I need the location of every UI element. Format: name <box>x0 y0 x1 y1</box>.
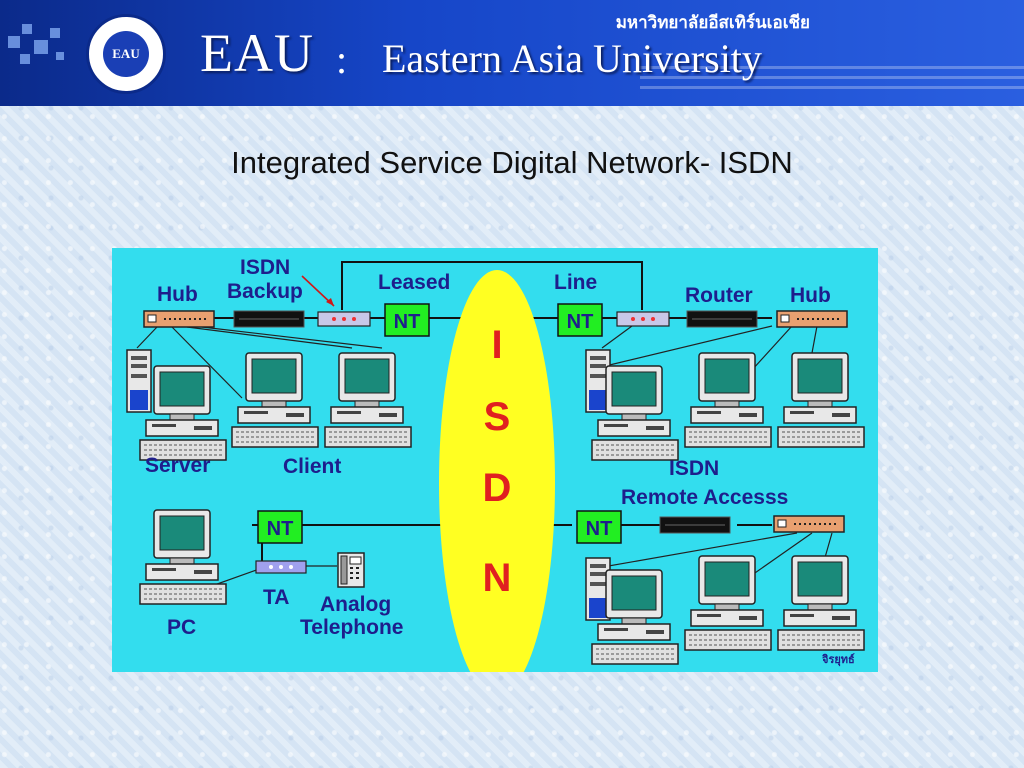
isdn-letter-i: I <box>491 323 502 367</box>
nt-box-bottom-right: NT <box>576 510 622 544</box>
backup-modem-left <box>233 310 305 328</box>
nt-box-top-left: NT <box>384 303 430 337</box>
svg-text:NT: NT <box>567 311 594 333</box>
isdn-letter-s: S <box>484 395 511 439</box>
server-tower <box>126 349 152 413</box>
label-analog-1: Analog <box>320 593 391 616</box>
ta-device <box>255 560 307 574</box>
remote-modem <box>659 516 731 534</box>
label-client: Client <box>283 455 341 478</box>
seal-text: EAU <box>103 31 149 77</box>
label-isdn-backup-1: ISDN <box>240 256 290 279</box>
analog-telephone-icon <box>337 552 365 588</box>
svg-text:NT: NT <box>586 518 613 540</box>
hub-left-device <box>143 310 215 328</box>
svg-text:NT: NT <box>267 518 294 540</box>
isdn-letter-n: N <box>483 556 512 600</box>
nt-box-bottom-left: NT <box>257 510 303 544</box>
hub-right-device <box>776 310 848 328</box>
brand-name: Eastern Asia University <box>382 36 762 81</box>
label-hub-right: Hub <box>790 284 831 307</box>
isdn-network-diagram: NT NT NT NT I S D N Hub ISDN B <box>112 248 878 672</box>
isdn-cloud <box>439 270 555 672</box>
label-ta: TA <box>263 586 289 609</box>
label-server: Server <box>145 454 210 477</box>
label-isdn-backup-2: Backup <box>227 280 303 303</box>
nt-box-top-right: NT <box>557 303 603 337</box>
label-analog-2: Telephone <box>300 616 403 639</box>
label-pc: PC <box>167 616 196 639</box>
brand-thai-name: มหาวิทยาลัยอีสเทิร์นเอเชีย <box>615 13 810 32</box>
label-isdn-remote-2: Remote Accesss <box>621 486 788 509</box>
brand-abbreviation: EAU <box>200 23 314 83</box>
router-modem-right <box>686 310 758 328</box>
brand-separator: : <box>336 37 348 82</box>
router-device-right <box>616 311 670 327</box>
label-leased: Leased <box>378 271 450 294</box>
label-line: Line <box>554 271 597 294</box>
remote-hub-device <box>773 515 845 533</box>
label-isdn-remote-1: ISDN <box>669 457 719 480</box>
isdn-letter-d: D <box>483 466 512 510</box>
svg-text:NT: NT <box>394 311 421 333</box>
slide-title: Integrated Service Digital Network- ISDN <box>231 145 793 180</box>
author-signature: จิรยุทธ์ <box>821 653 855 667</box>
label-router: Router <box>685 284 753 307</box>
header-banner: EAU EAU : Eastern Asia University มหาวิท… <box>0 0 1024 106</box>
label-hub-left: Hub <box>157 283 198 306</box>
isdn-backup-router <box>317 311 371 327</box>
university-seal-logo: EAU <box>86 14 166 94</box>
